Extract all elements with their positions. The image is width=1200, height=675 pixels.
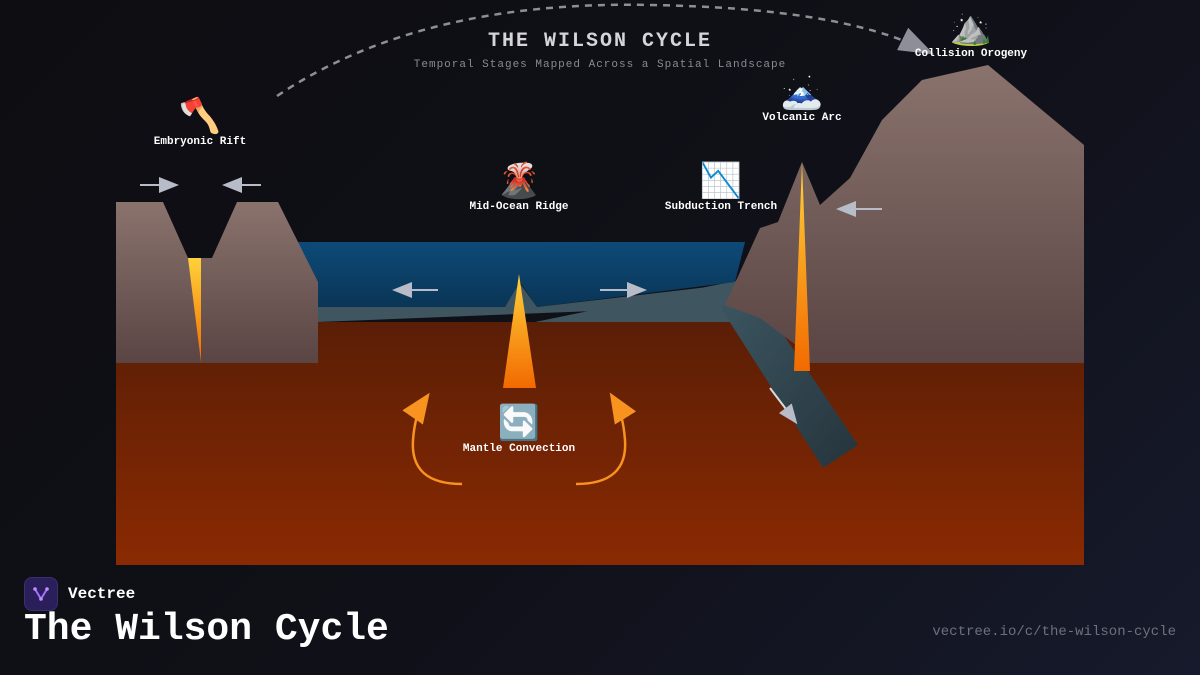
rift-magma bbox=[188, 258, 201, 362]
page-title: The Wilson Cycle bbox=[24, 608, 389, 651]
stage-embryonic-rift: 🪓 Embryonic Rift bbox=[110, 96, 290, 148]
stage-label: Subduction Trench bbox=[664, 201, 778, 213]
source-url[interactable]: vectree.io/c/the-wilson-cycle bbox=[932, 624, 1176, 640]
brand-name: Vectree bbox=[68, 585, 136, 603]
diagram-subtitle: Temporal Stages Mapped Across a Spatial … bbox=[413, 59, 787, 71]
stage-collision-orogeny: ⛰️ Collision Orogeny bbox=[881, 8, 1061, 60]
chart-decreasing-icon: 📉 bbox=[699, 161, 743, 201]
stage-label: Collision Orogeny bbox=[914, 48, 1028, 60]
axe-icon: 🪓 bbox=[178, 96, 222, 136]
arc-magma bbox=[794, 162, 810, 371]
stage-label: Mid-Ocean Ridge bbox=[469, 201, 569, 213]
convection-label: Mantle Convection bbox=[462, 443, 576, 455]
subducting-slab bbox=[722, 300, 858, 468]
timeline-arc bbox=[276, 3, 934, 98]
cycle-arrows-icon: 🔄 bbox=[497, 403, 541, 443]
mantle-convection: 🔄 Mantle Convection bbox=[429, 403, 609, 455]
stage-label: Volcanic Arc bbox=[762, 112, 842, 124]
mountain-snow-icon: 🗻 bbox=[780, 72, 824, 112]
oceanic-crust bbox=[318, 282, 745, 322]
mountain-icon: ⛰️ bbox=[949, 8, 993, 48]
stage-subduction-trench: 📉 Subduction Trench bbox=[631, 161, 811, 213]
volcano-icon: 🌋 bbox=[497, 161, 541, 201]
brand: Vectree bbox=[24, 577, 135, 611]
stage-label: Embryonic Rift bbox=[153, 136, 247, 148]
stage-volcanic-arc: 🗻 Volcanic Arc bbox=[712, 72, 892, 124]
stage-mid-ocean-ridge: 🌋 Mid-Ocean Ridge bbox=[429, 161, 609, 213]
oceanic-crust-right bbox=[535, 280, 748, 322]
vectree-logo-icon bbox=[24, 577, 58, 611]
ridge-magma bbox=[503, 274, 536, 388]
convection-arrow-left bbox=[402, 392, 463, 486]
collision-orogen bbox=[725, 65, 1084, 363]
slab-pull-arrow bbox=[769, 387, 798, 425]
convection-arrow-right bbox=[575, 392, 637, 486]
diagram-title: THE WILSON CYCLE bbox=[487, 30, 713, 53]
rift-continent bbox=[116, 202, 318, 363]
